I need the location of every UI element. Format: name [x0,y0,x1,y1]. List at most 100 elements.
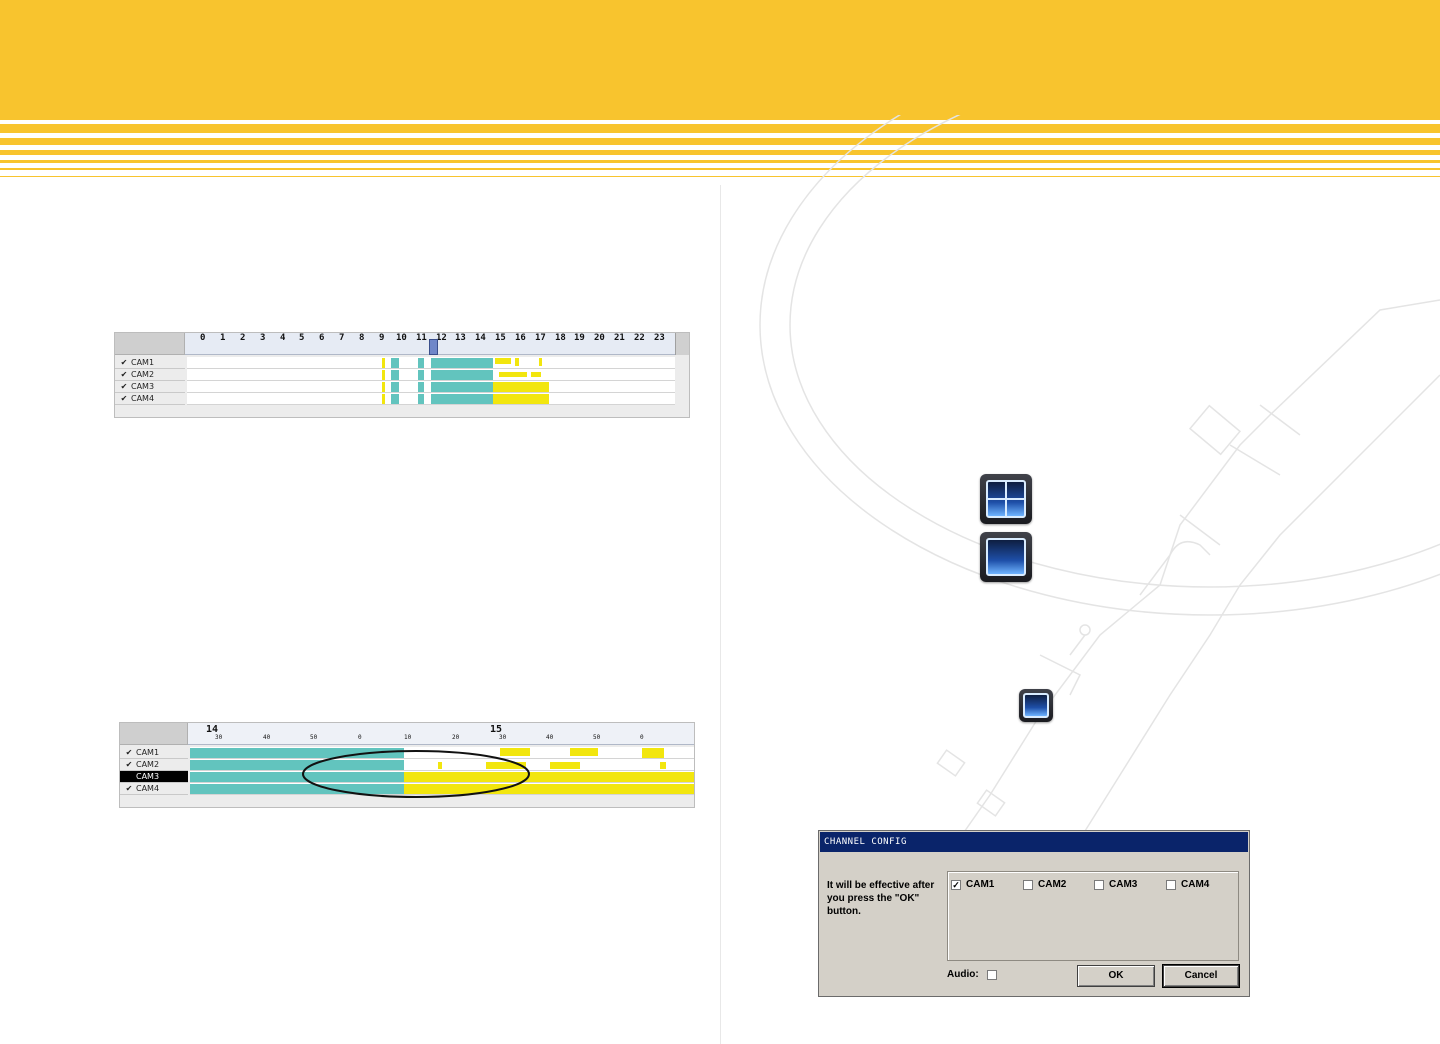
minor-tick: 0 [358,734,362,741]
timeline-corner [115,333,185,355]
time-cursor[interactable] [429,339,438,355]
audio-option[interactable]: Audio: [947,969,1002,980]
check-icon: ✔ [120,382,128,391]
camera-row[interactable]: ✔CAM1 [120,747,188,759]
camera-row[interactable]: ✔CAM1 [115,357,185,369]
hour-tick: 21 [614,333,625,343]
camera-row[interactable]: ✔CAM2 [120,759,188,771]
header-stripe [0,168,1440,170]
motion-segment [570,748,598,756]
hour-tick: 7 [339,333,345,343]
quad-view-icon[interactable] [980,474,1032,524]
timeline-daily: 0 1 2 3 4 5 6 7 8 9 10 11 12 13 14 15 16… [114,332,690,418]
minute-ruler[interactable]: 14 15 30 40 50 0 10 20 30 40 50 0 [188,723,694,745]
motion-segment [550,762,580,769]
recording-segment [190,748,404,758]
checkbox-label: CAM4 [1181,879,1210,890]
ok-button[interactable]: OK [1077,965,1155,987]
camera-row[interactable]: ✔CAM4 [115,393,185,405]
minor-tick: 30 [499,734,507,741]
hour-tick: 6 [319,333,325,343]
recording-track[interactable] [190,759,694,771]
cancel-button[interactable]: Cancel [1162,964,1240,988]
hour-tick: 4 [280,333,286,343]
channel-checkbox-cam2[interactable]: CAM2 [1023,879,1066,890]
check-icon: ✔ [120,358,128,367]
timeline-corner [120,723,188,745]
check-icon: ✔ [125,748,133,757]
motion-segment [531,372,541,377]
recording-track[interactable] [190,783,694,795]
header-banner [0,0,1440,120]
highlight-ellipse [302,750,530,798]
hour-tick: 15 [495,333,506,343]
camera-row[interactable]: ✔CAM4 [120,783,188,795]
camera-row[interactable]: ✔CAM3 [115,381,185,393]
header-stripe [0,176,1440,177]
header-stripe [0,150,1440,155]
minor-tick: 50 [310,734,318,741]
hour-tick: 14 [475,333,486,343]
motion-segment [515,358,519,366]
motion-segment [486,762,526,769]
minor-tick: 40 [263,734,271,741]
header-stripe [0,124,1440,133]
recording-track[interactable] [190,771,694,783]
camera-row-selected[interactable]: CAM3 [120,771,188,783]
checkbox-box [1166,879,1176,890]
motion-segment [404,772,694,782]
motion-segment [382,358,385,368]
recording-track[interactable] [187,369,675,381]
hour-tick: 16 [515,333,526,343]
single-view-icon[interactable] [980,532,1032,582]
recording-segment [391,394,399,404]
recording-track[interactable] [187,393,675,405]
grid-line [988,498,1024,500]
camera-row[interactable]: ✔CAM2 [115,369,185,381]
quad-view-frame [986,480,1026,518]
channel-checkbox-cam1[interactable]: ✓ CAM1 [951,879,994,890]
motion-segment [539,358,542,366]
check-icon: ✔ [125,784,133,793]
checkbox-box [1094,879,1104,890]
hour-tick: 10 [396,333,407,343]
header-stripe [0,138,1440,145]
scrollbar[interactable] [675,333,689,355]
single-view-frame [986,538,1026,576]
camera-label: CAM2 [131,370,155,379]
audio-checkbox[interactable] [986,969,997,980]
checkbox-box: ✓ [951,879,961,890]
hour-tick: 17 [535,333,546,343]
hour-tick: 12 [436,333,447,343]
hour-tick: 20 [594,333,605,343]
camera-label: CAM4 [131,394,155,403]
motion-segment [382,394,385,404]
checkbox-label: CAM3 [1109,879,1138,890]
recording-segment [418,358,424,368]
checkbox-label: CAM1 [966,879,995,890]
minor-tick: 50 [593,734,601,741]
recording-segment [431,394,493,404]
timeline-zoomed: 14 15 30 40 50 0 10 20 30 40 50 0 ✔CAM1 … [119,722,695,808]
recording-track[interactable] [187,357,675,369]
check-icon: ✔ [120,394,128,403]
recording-segment [431,382,493,392]
channel-select-frame [1023,693,1049,718]
hour-ruler[interactable]: 0 1 2 3 4 5 6 7 8 9 10 11 12 13 14 15 16… [185,333,675,355]
camera-label: CAM2 [136,760,160,769]
hour-tick: 5 [299,333,305,343]
channel-checkbox-cam4[interactable]: CAM4 [1166,879,1209,890]
column-divider [720,185,721,1044]
channel-checkbox-cam3[interactable]: CAM3 [1094,879,1137,890]
minor-tick: 0 [640,734,644,741]
recording-track[interactable] [190,747,694,759]
hour-tick: 9 [379,333,385,343]
channel-group [947,871,1239,961]
recording-track[interactable] [187,381,675,393]
channel-select-icon[interactable] [1019,689,1053,722]
motion-segment [382,370,385,380]
dialog-title: CHANNEL CONFIG [820,832,1248,852]
checkbox-box [1023,879,1033,890]
motion-segment [495,358,511,364]
motion-segment [660,762,666,769]
